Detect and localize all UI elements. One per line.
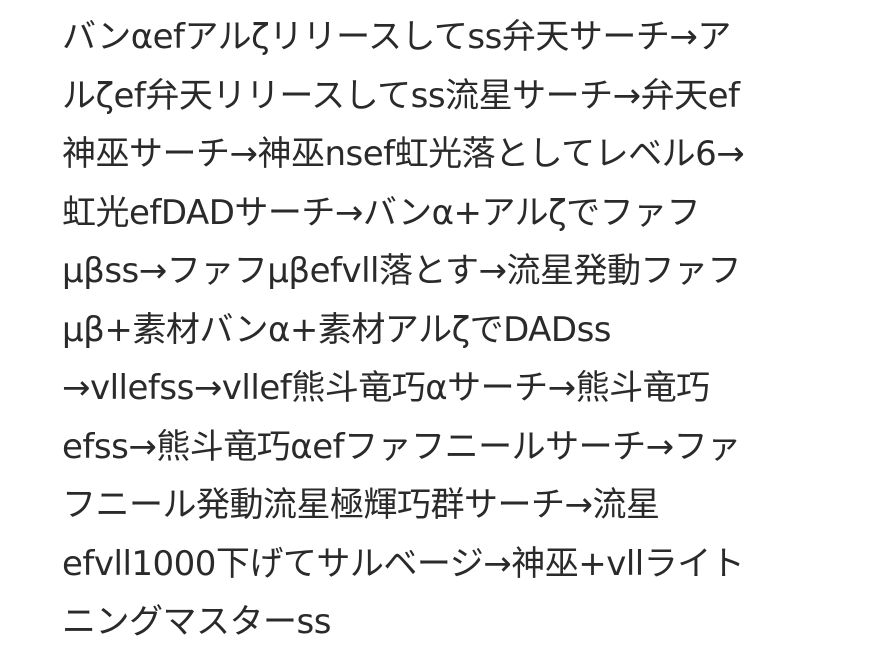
note-line-10: efvll1000下げてサルベージ→神巫+vllライト — [62, 543, 745, 584]
note-line-7: →vllefss→vllef熊斗竜巧αサーチ→熊斗竜巧 — [62, 368, 710, 408]
note-line-8: efss→熊斗竜巧αefファフニールサーチ→ファ — [62, 426, 741, 467]
note-line-11: ニングマスターss — [62, 602, 331, 642]
note-line-2: ルζef弁天リリースしてss流星サーチ→弁天ef — [62, 75, 740, 116]
note-line-3: 神巫サーチ→神巫nsef虹光落としてレベル6→ — [62, 134, 745, 174]
note-line-9: フニール発動流星極輝巧群サーチ→流星 — [62, 485, 660, 525]
note-line-5: μβss→ファフμβefvll落とす→流星発動ファフ — [62, 251, 741, 291]
note-line-4: 虹光efDADサーチ→バンα+アルζでファフ — [62, 192, 701, 233]
note-text-body: バンαefアルζリリースしてss弁天サーチ→ア ルζef弁天リリースしてss流星… — [62, 8, 872, 652]
note-line-1: バンαefアルζリリースしてss弁天サーチ→ア — [62, 17, 731, 57]
note-line-6: μβ+素材バンα+素材アルζでDADss — [62, 309, 612, 350]
